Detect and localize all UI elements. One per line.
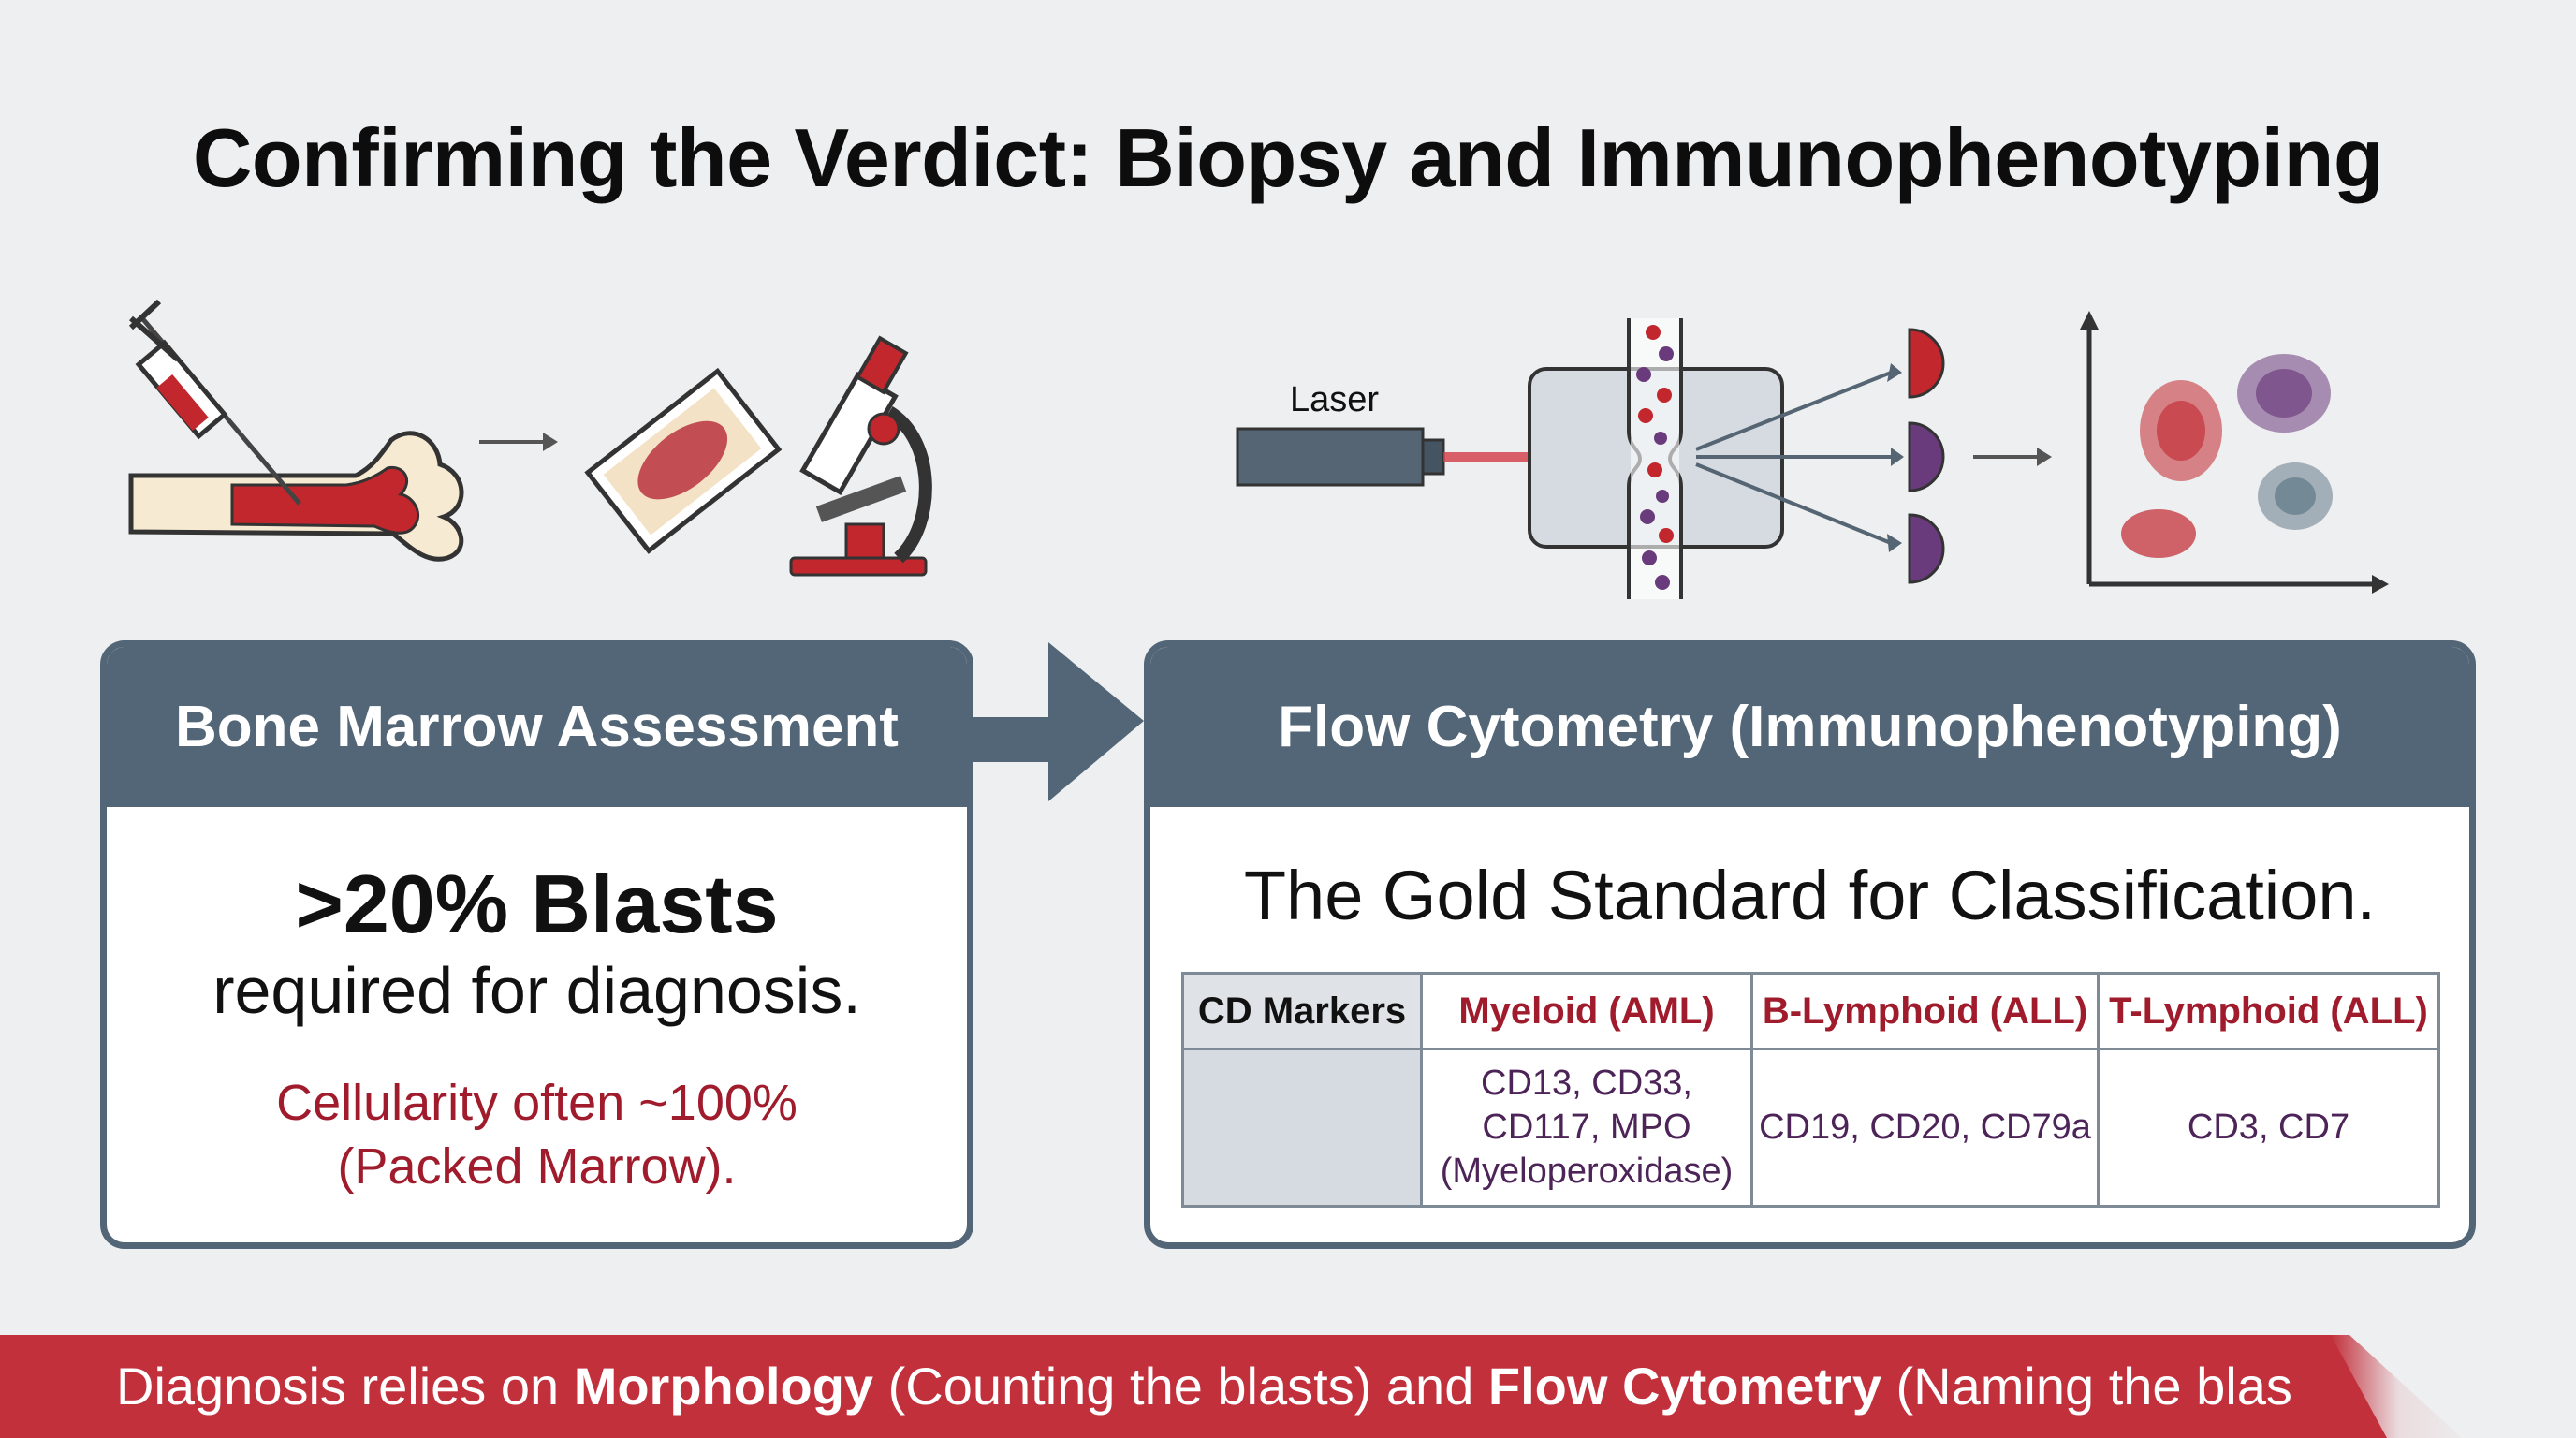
footer-bold-morphology: Morphology bbox=[573, 1357, 874, 1416]
cellularity-line1: Cellularity often ~100% bbox=[276, 1075, 798, 1131]
gold-standard-subtitle: The Gold Standard for Classification. bbox=[1243, 857, 2377, 934]
cellularity-note: Cellularity often ~100% (Packed Marrow). bbox=[107, 1071, 967, 1198]
footer-banner: Diagnosis relies on Morphology (Counting… bbox=[0, 1335, 2576, 1438]
footer-text: Diagnosis relies on bbox=[116, 1357, 574, 1416]
flow-cell-icon bbox=[1528, 318, 1784, 599]
footer-text: (Counting the blasts) and bbox=[873, 1357, 1488, 1416]
detector-icon bbox=[1695, 328, 1945, 584]
syringe-icon bbox=[128, 299, 301, 506]
flow-cytometry-panel: Flow Cytometry (Immunophenotyping) The G… bbox=[1144, 640, 2476, 1249]
bone-marrow-header: Bone Marrow Assessment bbox=[107, 647, 967, 807]
table-header-cell: T-Lymphoid (ALL) bbox=[2097, 972, 2440, 1050]
flow-cytometry-header: Flow Cytometry (Immunophenotyping) bbox=[1150, 647, 2469, 807]
footer-fade-corner bbox=[2331, 1335, 2576, 1438]
table-header-row: CD Markers Myeloid (AML) B-Lymphoid (ALL… bbox=[1181, 972, 2440, 1050]
bone-marrow-panel: Bone Marrow Assessment >20% Blasts requi… bbox=[100, 640, 973, 1249]
table-row: CD13, CD33, CD117, MPO (Myeloperoxidase)… bbox=[1181, 1048, 2440, 1208]
cellularity-line2: (Packed Marrow). bbox=[337, 1138, 737, 1195]
table-cell: CD3, CD7 bbox=[2097, 1048, 2440, 1208]
illustration-area bbox=[128, 299, 2389, 599]
arrow-icon bbox=[1973, 448, 2052, 466]
footer-text: (Naming the blas bbox=[1881, 1357, 2292, 1416]
table-header-cell: B-Lymphoid (ALL) bbox=[1750, 972, 2100, 1050]
table-cell bbox=[1181, 1048, 1423, 1208]
arrow-icon bbox=[479, 433, 558, 451]
table-cell: CD13, CD33, CD117, MPO (Myeloperoxidase) bbox=[1420, 1048, 1753, 1208]
connector-arrow-icon bbox=[970, 642, 1144, 801]
cd-markers-table: CD Markers Myeloid (AML) B-Lymphoid (ALL… bbox=[1181, 972, 2440, 1208]
microscope-icon bbox=[789, 335, 932, 577]
table-header-cell: Myeloid (AML) bbox=[1420, 972, 1753, 1050]
scatter-plot-icon bbox=[2080, 311, 2389, 594]
footer-bold-flow: Flow Cytometry bbox=[1487, 1357, 1881, 1416]
bone-icon bbox=[128, 431, 464, 562]
table-cell: CD19, CD20, CD79a bbox=[1750, 1048, 2100, 1208]
slide-icon bbox=[584, 367, 783, 554]
blast-threshold: >20% Blasts bbox=[295, 858, 779, 950]
page-title: Confirming the Verdict: Biopsy and Immun… bbox=[192, 111, 2384, 204]
table-header-cell: CD Markers bbox=[1181, 972, 1423, 1050]
blast-threshold-desc: required for diagnosis. bbox=[212, 954, 861, 1027]
laser-label: Laser bbox=[1290, 380, 1380, 419]
